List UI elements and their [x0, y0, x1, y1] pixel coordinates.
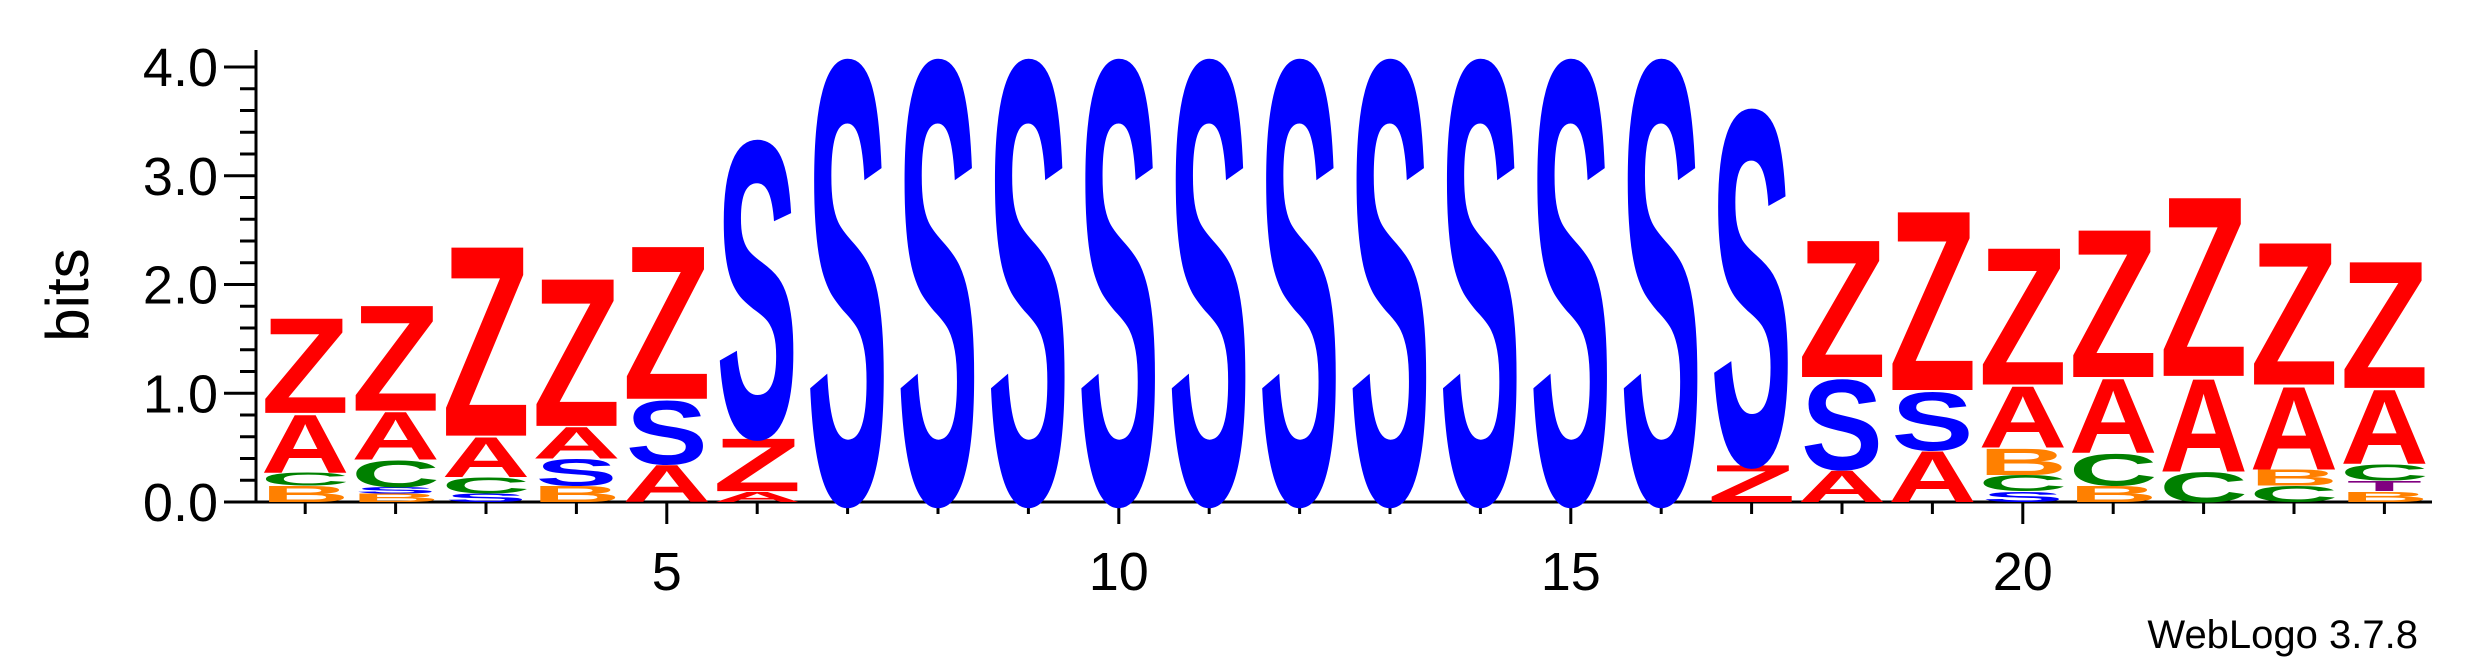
logo-letter-c: C: [2250, 481, 2339, 507]
x-tick-label: 15: [1541, 542, 1601, 602]
logo-letter-b: B: [2069, 481, 2158, 507]
logo-letter-a: A: [2069, 358, 2158, 476]
logo-letter-a: A: [261, 398, 350, 491]
logo-letter-s: S: [897, 0, 979, 637]
logo-letter-s: S: [716, 54, 798, 528]
logo-letter-s: S: [1982, 488, 2064, 505]
logo-letter-c: C: [2069, 444, 2158, 495]
logo-letter-b: B: [2340, 488, 2429, 505]
logo-letter-s: S: [987, 0, 1069, 637]
logo-letter-s: S: [1349, 0, 1431, 637]
logo-letter-b: B: [2250, 465, 2339, 491]
logo-letter-c: C: [261, 469, 350, 489]
logo-letter-a: A: [2250, 362, 2339, 495]
logo-letter-z: Z: [532, 233, 621, 471]
logo-letter-t: T: [2347, 477, 2422, 494]
y-axis-label: bits: [34, 248, 101, 341]
logo-letter-s: S: [1801, 353, 1883, 497]
logo-letter-a: A: [351, 398, 440, 474]
logo-letter-z: Z: [442, 190, 531, 495]
logo-letter-b: B: [261, 481, 350, 507]
y-tick-label: 4.0: [143, 38, 218, 98]
logo-letter-c: C: [351, 453, 440, 495]
y-tick-label: 1.0: [143, 364, 218, 424]
logo-letter-s: S: [1259, 0, 1341, 637]
logo-letter-z: Z: [713, 422, 802, 507]
logo-letter-s: S: [1711, 5, 1793, 573]
logo-letter-a: A: [1888, 437, 1977, 518]
logo-letter-z: Z: [623, 199, 712, 446]
logo-letter-z: Z: [1888, 157, 1977, 446]
logo-letter-s: S: [807, 0, 889, 637]
logo-letter-c: C: [1978, 470, 2067, 496]
logo-letter-s: S: [1168, 0, 1250, 637]
logo-letter-b: B: [532, 481, 621, 507]
logo-letter-z: Z: [261, 289, 350, 442]
logo-letter-b: B: [351, 491, 440, 505]
logo-letter-s: S: [1620, 0, 1702, 637]
logo-letter-c: C: [2340, 460, 2429, 486]
logo-letter-s: S: [1891, 375, 1973, 468]
logo-letter-a: A: [713, 488, 802, 505]
logo-letter-z: Z: [2250, 199, 2339, 429]
y-tick-label: 3.0: [143, 147, 218, 207]
logo-letter-s: S: [355, 485, 437, 495]
logo-letter-a: A: [2340, 369, 2429, 487]
x-axis: 5 10 15 20: [303, 502, 2386, 602]
logo-letter-a: A: [1798, 461, 1887, 512]
logo-letter-z: Z: [2159, 143, 2248, 432]
logo-letter-s: S: [1530, 0, 1612, 637]
logo-letter-b: B: [1978, 441, 2067, 483]
x-tick-label: 20: [1993, 542, 2053, 602]
y-axis: 0.0 1.0 2.0 3.0 4.0: [143, 38, 256, 533]
logo-letter-z: Z: [351, 275, 440, 444]
y-tick-label: 0.0: [143, 473, 218, 533]
weblogo-credit: WebLogo 3.7.8: [2147, 613, 2418, 657]
logo-letter-z: Z: [2340, 223, 2429, 427]
x-tick-label: 10: [1089, 542, 1149, 602]
logo-letter-z: Z: [1979, 206, 2068, 427]
logo-letter-z: Z: [1707, 454, 1796, 513]
logo-letter-s: S: [1078, 0, 1160, 637]
logo-letter-a: A: [622, 454, 711, 514]
logo-letter-a: A: [2159, 352, 2248, 501]
logo-letter-z: Z: [2069, 184, 2158, 422]
logo-letter-s: S: [1439, 0, 1521, 637]
logo-letter-z: Z: [1798, 198, 1887, 419]
logo-letter-a: A: [532, 417, 621, 468]
y-tick-label: 2.0: [143, 256, 218, 316]
logo-letter-s: S: [535, 452, 617, 494]
logo-letter-a: A: [1978, 368, 2067, 467]
x-tick-label: 5: [652, 542, 682, 602]
logo-letter-c: C: [442, 473, 531, 499]
logo-letter-c: C: [2159, 464, 2248, 511]
logo-letter-a: A: [442, 425, 531, 489]
logo-letter-s: S: [626, 381, 708, 483]
logo-letter-s: S: [445, 491, 527, 505]
